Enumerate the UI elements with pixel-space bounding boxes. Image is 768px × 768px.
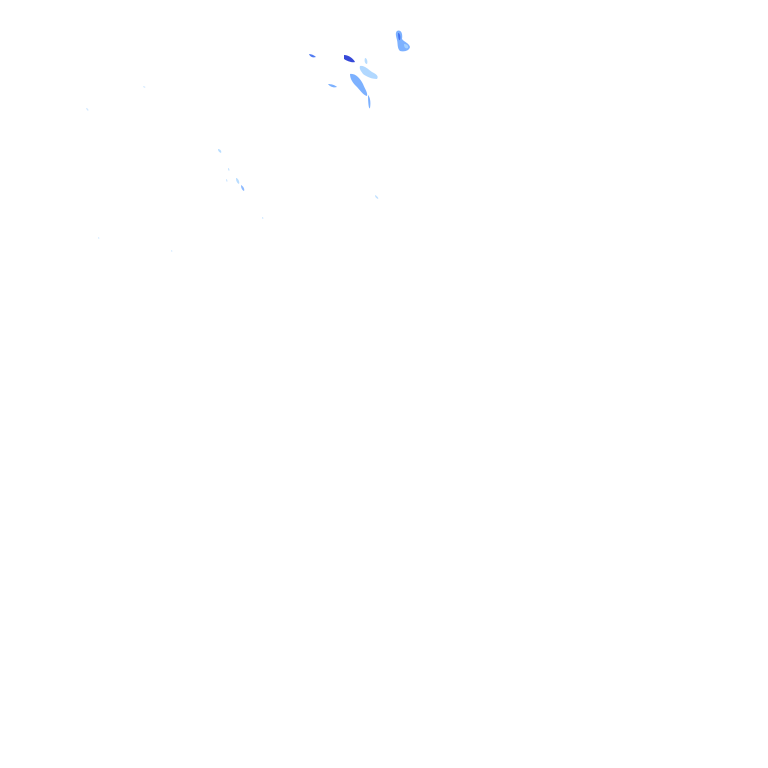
radar-echo bbox=[350, 73, 368, 96]
echo-cluster-north bbox=[395, 30, 410, 52]
radar-echo bbox=[395, 30, 410, 52]
radar-echo bbox=[236, 178, 240, 184]
radar-echo bbox=[143, 86, 146, 88]
radar-echo bbox=[368, 95, 371, 109]
radar-echo bbox=[359, 65, 378, 79]
radar-echo bbox=[218, 149, 222, 153]
radar-echo bbox=[262, 217, 264, 219]
radar-echo bbox=[171, 250, 173, 252]
radar-echo bbox=[398, 33, 401, 41]
radar-echo bbox=[375, 195, 379, 199]
radar-echo bbox=[404, 44, 409, 49]
radar-echo bbox=[344, 55, 355, 63]
echo-cluster-west bbox=[86, 86, 379, 252]
radar-echo bbox=[86, 108, 89, 111]
radar-echo bbox=[364, 58, 368, 64]
echo-cluster-central bbox=[309, 54, 378, 109]
radar-echo bbox=[328, 84, 337, 88]
radar-echo bbox=[226, 179, 228, 182]
radar-echo bbox=[309, 54, 316, 58]
radar-echo bbox=[228, 168, 230, 171]
radar-echo bbox=[98, 237, 100, 239]
radar-echo bbox=[241, 185, 245, 191]
